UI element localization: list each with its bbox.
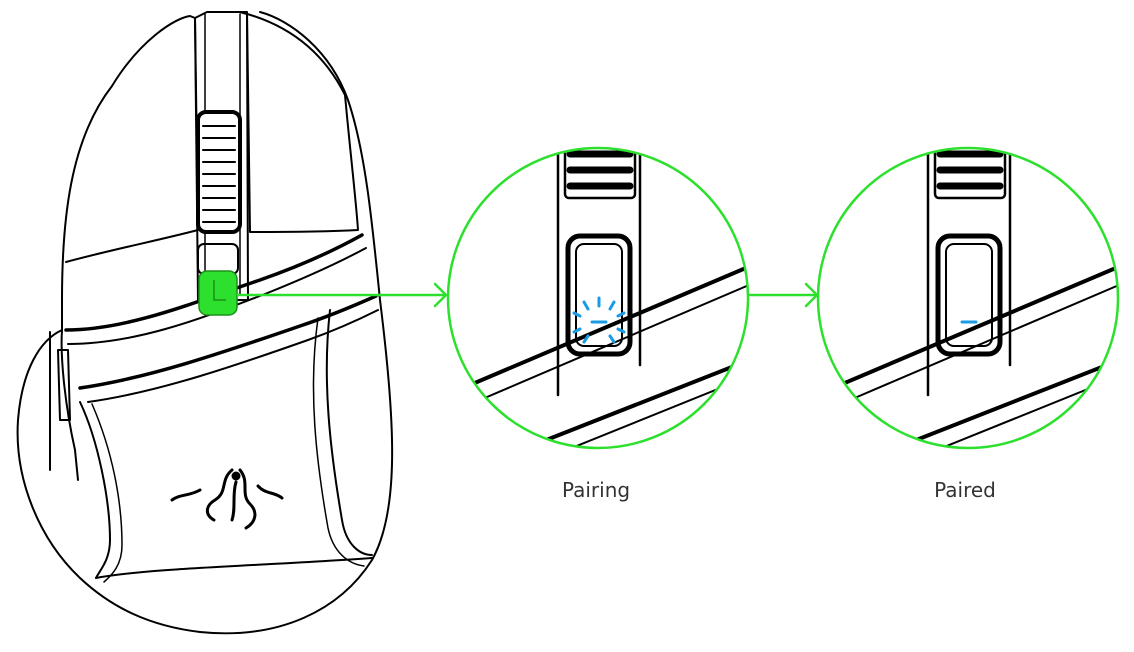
arrow-to-paired xyxy=(748,282,819,308)
lower-band-line-2 xyxy=(87,309,379,403)
led-blinking-icon xyxy=(572,296,626,344)
side-buttons xyxy=(49,331,71,471)
side-panel-right-2 xyxy=(312,317,365,567)
lower-band-line xyxy=(78,294,378,390)
left-click-button xyxy=(65,15,199,263)
paired-zoom-circle xyxy=(816,146,1120,450)
pairing-zoom-circle xyxy=(446,146,750,450)
side-panel-lower-2 xyxy=(91,403,123,583)
paired-caption: Paired xyxy=(934,478,996,502)
palm-rest-curve xyxy=(95,557,373,579)
right-click-button xyxy=(239,11,359,233)
side-panel-left xyxy=(60,329,79,481)
mouse-body-outline xyxy=(16,11,394,635)
scroll-wheel xyxy=(196,110,242,234)
upper-band-line-2 xyxy=(67,247,367,345)
side-panel-lower xyxy=(79,401,111,579)
arrow-to-pairing xyxy=(236,282,448,308)
side-panel-right xyxy=(325,309,373,556)
pairing-button-highlight xyxy=(198,270,238,316)
pairing-caption: Pairing xyxy=(561,478,631,502)
dpi-button-slot xyxy=(197,243,239,275)
razer-logo-icon xyxy=(170,468,284,530)
upper-band-line xyxy=(64,233,364,332)
mouse-illustration xyxy=(16,11,394,635)
paired-zoom-button xyxy=(935,233,1003,357)
pairing-zoom-button xyxy=(565,233,633,357)
